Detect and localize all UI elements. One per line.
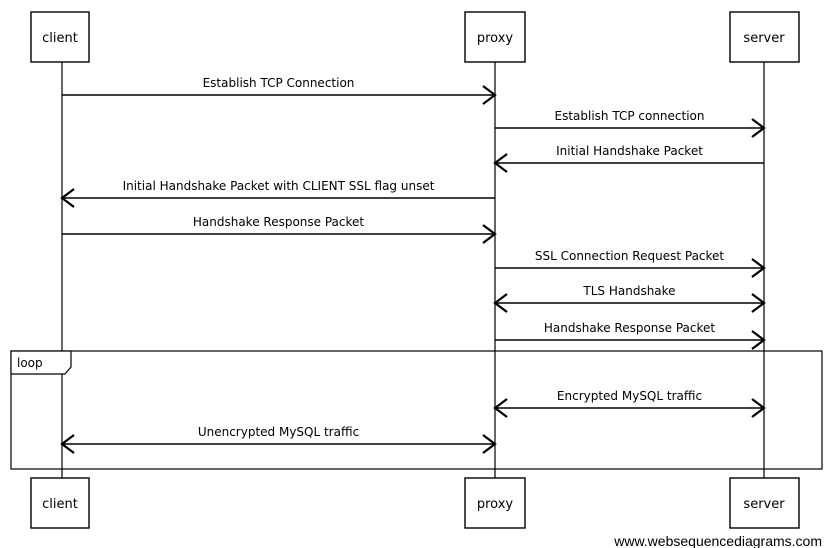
message-label: Handshake Response Packet <box>544 321 716 335</box>
arrowhead <box>751 118 766 138</box>
message-2: Establish TCP connection <box>495 109 766 138</box>
actor-client-bottom: client <box>30 477 90 529</box>
message-6: SSL Connection Request Packet <box>495 249 766 278</box>
message-label: Unencrypted MySQL traffic <box>198 425 359 439</box>
message-label: SSL Connection Request Packet <box>535 249 725 263</box>
loop-frame: loop <box>10 350 823 470</box>
actor-proxy-bottom-label: proxy <box>477 497 514 512</box>
message-3: Initial Handshake Packet <box>493 144 764 173</box>
message-label: Initial Handshake Packet <box>556 144 703 158</box>
loop-label: loop <box>17 356 43 370</box>
arrowhead <box>751 258 766 278</box>
arrowhead <box>493 293 508 313</box>
arrowhead <box>493 398 508 418</box>
actor-proxy-bottom: proxy <box>464 477 526 529</box>
actor-server-top-label: server <box>743 31 785 46</box>
message-4: Initial Handshake Packet with CLIENT SSL… <box>60 179 495 208</box>
arrowhead <box>60 434 75 454</box>
arrowhead <box>751 330 766 350</box>
message-9: Encrypted MySQL traffic <box>493 389 766 418</box>
message-label: Initial Handshake Packet with CLIENT SSL… <box>123 179 435 193</box>
actor-client-bottom-label: client <box>42 497 78 512</box>
message-label: Establish TCP Connection <box>203 76 355 90</box>
actor-client-top-label: client <box>42 31 78 46</box>
actor-proxy-top: proxy <box>464 11 526 63</box>
arrowhead <box>482 85 497 105</box>
watermark: www.websequencediagrams.com <box>613 533 822 548</box>
message-8: Handshake Response Packet <box>495 321 766 350</box>
message-label: Handshake Response Packet <box>193 215 365 229</box>
message-5: Handshake Response Packet <box>62 215 497 244</box>
message-10: Unencrypted MySQL traffic <box>60 425 497 454</box>
message-7: TLS Handshake <box>493 284 766 313</box>
arrowhead <box>493 153 508 173</box>
message-1: Establish TCP Connection <box>62 76 497 105</box>
message-label: TLS Handshake <box>582 284 675 298</box>
actor-server-bottom: server <box>729 477 800 529</box>
actor-server-bottom-label: server <box>743 497 785 512</box>
actor-proxy-top-label: proxy <box>477 31 514 46</box>
message-label: Establish TCP connection <box>554 109 704 123</box>
arrowhead <box>482 224 497 244</box>
arrowhead <box>751 293 766 313</box>
actor-client-top: client <box>30 11 90 63</box>
arrowhead <box>482 434 497 454</box>
message-label: Encrypted MySQL traffic <box>557 389 702 403</box>
arrowhead <box>751 398 766 418</box>
arrowhead <box>60 188 75 208</box>
actor-server-top: server <box>729 11 800 63</box>
